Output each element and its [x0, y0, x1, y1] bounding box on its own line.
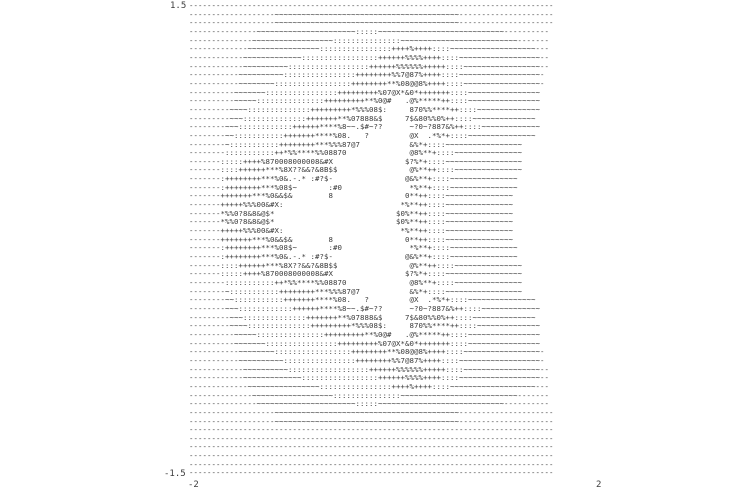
- y-axis-top-label: 1.5: [170, 1, 187, 11]
- x-axis-right-label: 2: [596, 480, 602, 490]
- y-axis-bottom-label: -1.5: [164, 469, 186, 479]
- ascii-art-field: ----------------------------------------…: [189, 1, 554, 478]
- x-axis-left-label: -2: [188, 480, 199, 490]
